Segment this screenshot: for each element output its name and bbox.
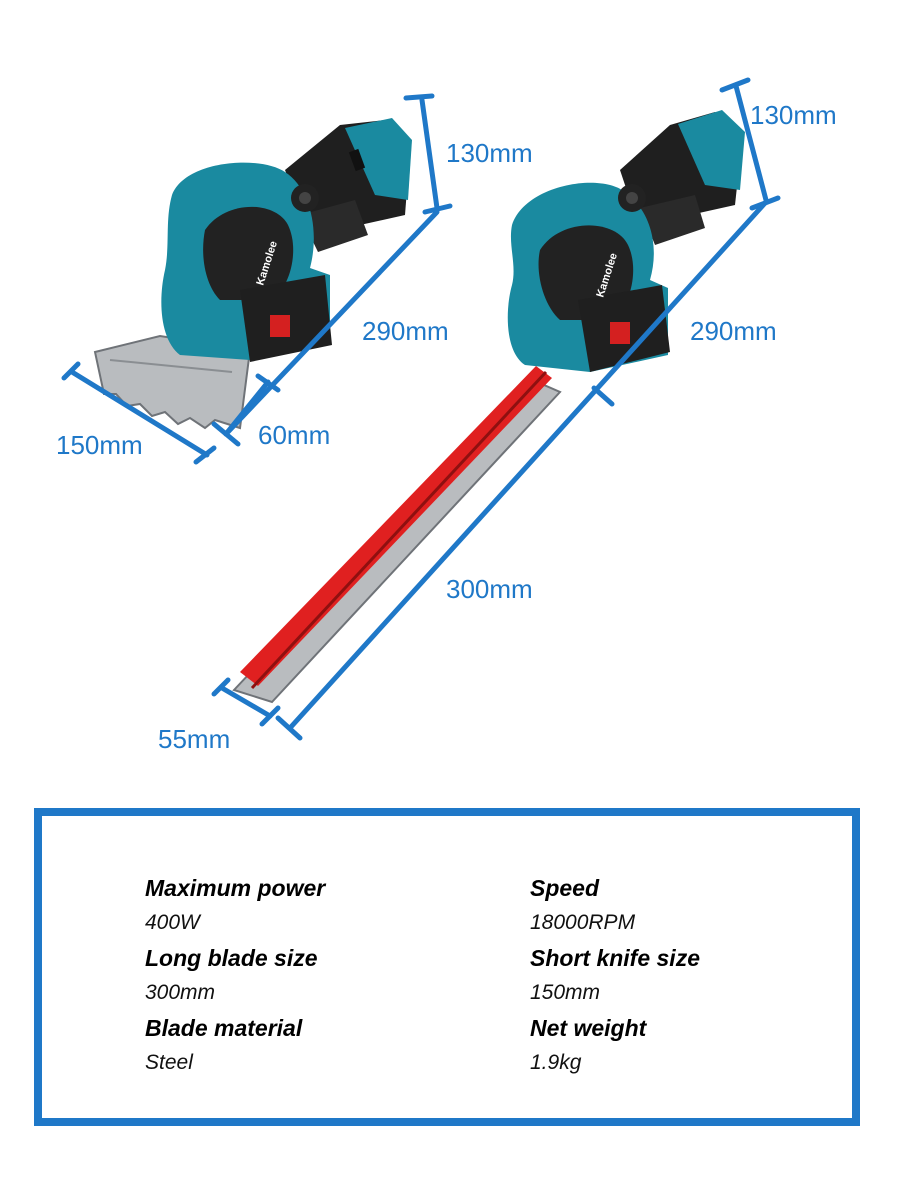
dimension-label-left-length: 290mm bbox=[362, 316, 449, 346]
dimension-line-right-blade-width bbox=[211, 677, 281, 727]
dimension-line-left-height bbox=[403, 93, 453, 215]
dimension-line-left-blade-depth bbox=[223, 373, 281, 437]
dimension-line-left-blade-width bbox=[61, 361, 217, 465]
hedge-trimmer-blade bbox=[232, 366, 562, 704]
spec-label-maximum-power: Maximum power bbox=[145, 875, 326, 901]
dimension-label-left-blade-width: 150mm bbox=[56, 430, 143, 460]
hedge-trimmer-illustration: Kamolee bbox=[232, 110, 745, 704]
spec-label-long-blade-size: Long blade size bbox=[145, 945, 318, 971]
dimension-line-right-length bbox=[275, 199, 769, 741]
spec-label-short-knife-size: Short knife size bbox=[530, 945, 700, 971]
spec-label-speed: Speed bbox=[530, 875, 600, 901]
spec-label-blade-material: Blade material bbox=[145, 1015, 303, 1041]
spec-value-short-knife-size: 150mm bbox=[530, 981, 601, 1004]
dimension-label-right-length: 290mm bbox=[690, 316, 777, 346]
dimension-label-right-height: 130mm bbox=[750, 100, 837, 130]
spec-label-net-weight: Net weight bbox=[530, 1015, 647, 1041]
dimension-label-right-blade-length: 300mm bbox=[446, 574, 533, 604]
dimension-label-left-blade-depth: 60mm bbox=[258, 420, 331, 450]
spec-value-net-weight: 1.9kg bbox=[530, 1051, 582, 1074]
dimension-label-right-blade-width: 55mm bbox=[158, 724, 231, 754]
spec-value-maximum-power: 400W bbox=[145, 911, 200, 934]
product-illustration: Kamolee Kamolee bbox=[61, 77, 781, 741]
dimension-label-left-height: 130mm bbox=[446, 138, 533, 168]
shrub-shear-illustration: Kamolee bbox=[93, 118, 412, 430]
spec-value-long-blade-size: 300mm bbox=[145, 981, 216, 1004]
spec-value-speed: 18000RPM bbox=[530, 911, 636, 934]
spec-value-blade-material: Steel bbox=[145, 1051, 193, 1074]
spec-panel: Maximum power 400W Speed 18000RPM Long b… bbox=[34, 808, 860, 1126]
shrub-shear-blade bbox=[93, 334, 252, 430]
